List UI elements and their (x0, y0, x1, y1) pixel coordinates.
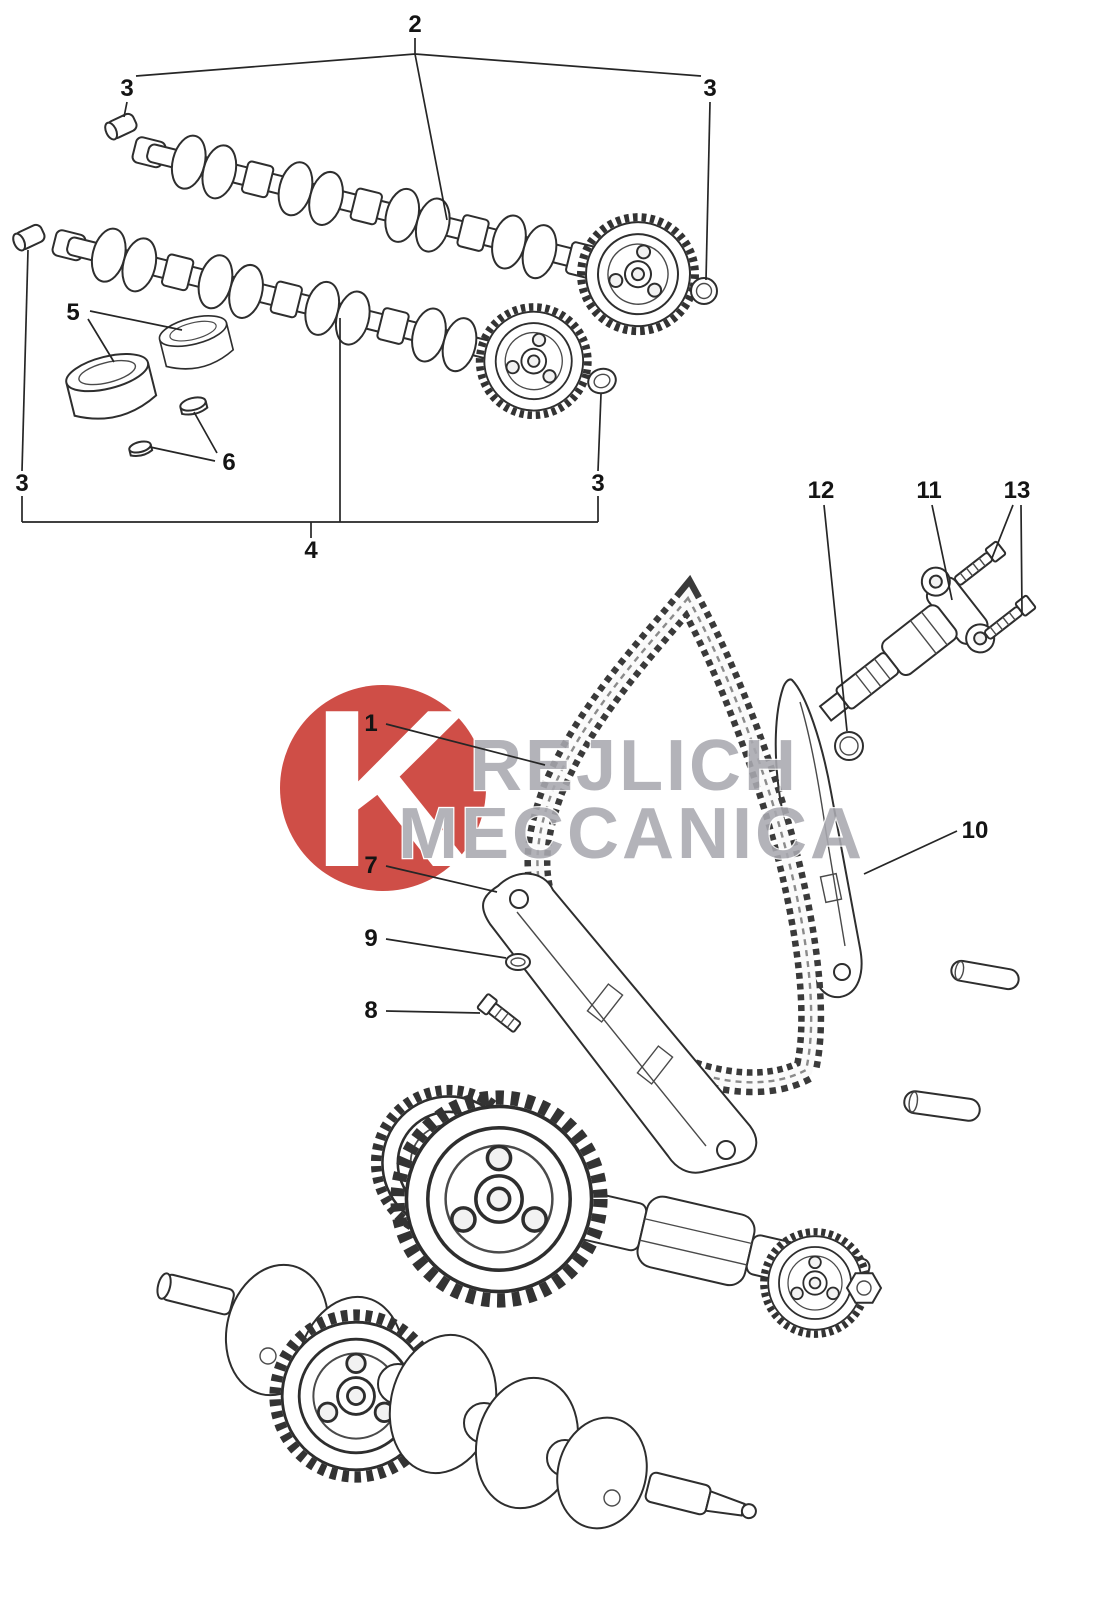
leader-lines (21, 38, 1023, 1014)
callout-11: 11 (916, 477, 942, 504)
callout-3-top-right: 3 (703, 75, 717, 102)
callout-13: 13 (1003, 477, 1031, 504)
callout-7: 7 (364, 852, 378, 879)
watermark-line2: MECCANICA (398, 794, 865, 874)
callout-3-left: 3 (15, 470, 29, 497)
callout-3-top-left: 3 (120, 75, 134, 102)
valve-shim-b (128, 440, 154, 457)
cam-sprocket-lower (468, 295, 599, 426)
chain-tensioner (818, 566, 996, 722)
o-ring-tensioner (834, 731, 864, 761)
callout-12: 12 (807, 477, 835, 504)
callout-4: 4 (304, 537, 318, 564)
dowel-pin-upper (950, 959, 1020, 991)
cam-sprocket-upper (569, 205, 707, 343)
callout-8: 8 (364, 997, 378, 1024)
crankshaft (156, 1263, 757, 1530)
seal-ring-mid (587, 367, 617, 395)
callout-5: 5 (66, 299, 80, 326)
tensioner-bolt-1 (950, 540, 1007, 590)
balance-nut (845, 1272, 883, 1304)
camshaft-upper (131, 134, 707, 343)
seal-cap-left (12, 223, 46, 252)
dowel-pin-lower (903, 1090, 981, 1122)
valve-shim-a (179, 396, 209, 416)
guide-bolt (476, 993, 522, 1033)
callout-10: 10 (961, 817, 989, 844)
o-ring-guide (505, 953, 531, 971)
tensioner-bolt-2 (980, 594, 1037, 644)
callout-2: 2 (408, 11, 422, 38)
watermark-letter: K (311, 662, 474, 914)
callout-9: 9 (364, 925, 378, 952)
watermark-line1: REJLICH (470, 726, 799, 806)
chain-guide-pivoting (482, 872, 758, 1174)
callout-6: 6 (222, 449, 236, 476)
callout-1: 1 (364, 710, 378, 737)
seal-ring-right (690, 277, 718, 305)
camshaft-lower (51, 227, 599, 427)
callout-3-mid: 3 (591, 470, 605, 497)
balance-shaft (376, 1090, 883, 1334)
seal-cap-top-left (104, 112, 138, 141)
chain-guide-fixed (774, 678, 863, 999)
valve-tappet-large (65, 353, 158, 420)
valve-tappet-small (158, 315, 235, 370)
